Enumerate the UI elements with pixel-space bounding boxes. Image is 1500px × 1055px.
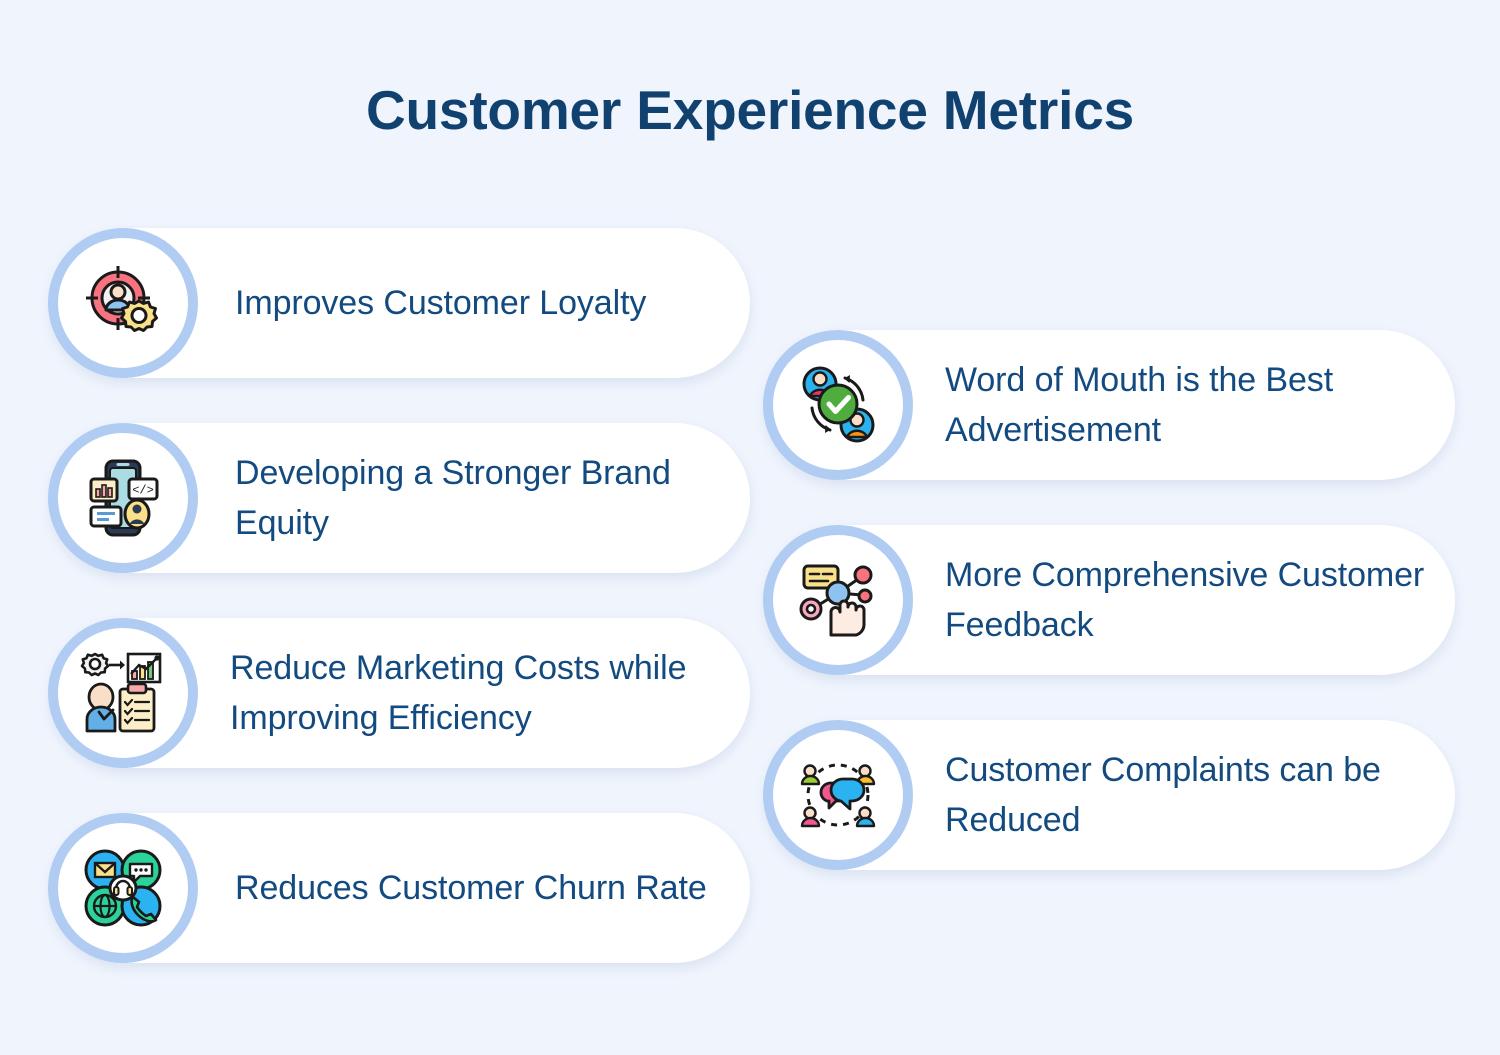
metric-card-word-of-mouth[interactable]: Word of Mouth is the Best Advertisement [763,330,1455,480]
metric-card-customer-complaints[interactable]: Customer Complaints can be Reduced [763,720,1455,870]
metric-card-brand-equity[interactable]: </> Developing a Stronger Brand Equity [48,423,750,573]
mobile-analytics-code-user-icon: </> [48,423,198,573]
metric-card-label: Reduces Customer Churn Rate [235,869,707,907]
omnichannel-contact-headset-icon [48,813,198,963]
referral-people-check-icon [763,330,913,480]
people-circle-speech-bubbles-icon [763,720,913,870]
right-column: Word of Mouth is the Best Advertisement [763,330,1465,915]
metric-card-label: More Comprehensive Customer Feedback [945,556,1425,644]
page-title: Customer Experience Metrics [366,79,1134,141]
metric-card-label: Improves Customer Loyalty [235,284,647,322]
metric-card-label: Reduce Marketing Costs while Improving E… [230,649,687,737]
metric-card-improves-customer-loyalty[interactable]: Improves Customer Loyalty [48,228,750,378]
person-clipboard-growth-chart-icon [48,618,198,768]
metric-card-reduces-churn-rate[interactable]: Reduces Customer Churn Rate [48,813,750,963]
network-nodes-hand-pointer-icon [763,525,913,675]
metric-card-label: Developing a Stronger Brand Equity [235,454,671,542]
svg-text:</>: </> [132,484,154,498]
left-column: Improves Customer Loyalty </> [48,228,760,1008]
metric-card-customer-feedback[interactable]: More Comprehensive Customer Feedback [763,525,1455,675]
target-customer-gear-icon [48,228,198,378]
metric-card-label: Word of Mouth is the Best Advertisement [945,361,1334,449]
metric-card-reduce-marketing-costs[interactable]: Reduce Marketing Costs while Improving E… [48,618,750,768]
metric-card-label: Customer Complaints can be Reduced [945,751,1381,839]
